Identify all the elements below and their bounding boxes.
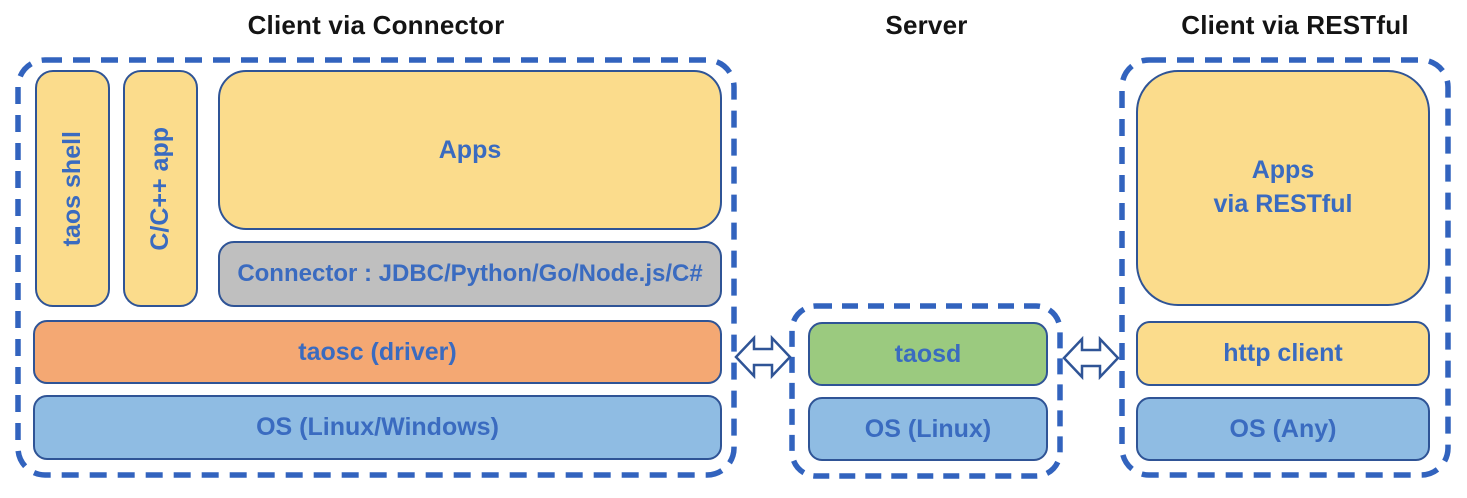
server-group-outline xyxy=(789,303,1063,479)
section-title-server: Server xyxy=(885,10,968,40)
connector-bar-box: Connector : JDBC/Python/Go/Node.js/C# xyxy=(218,241,722,307)
os-linux-label: OS (Linux) xyxy=(864,414,992,443)
taosd-box: taosd xyxy=(808,322,1048,386)
bidirectional-arrow-icon xyxy=(1062,335,1120,381)
http-client-box: http client xyxy=(1136,321,1430,386)
taos-shell-box: taos shell xyxy=(35,70,110,307)
connector-group-outline xyxy=(15,57,737,478)
taosc-driver-label: taosc (driver) xyxy=(298,337,457,366)
apps-via-restful-label: Apps via RESTful xyxy=(1213,156,1353,218)
restful-group-outline xyxy=(1119,57,1451,478)
apps-label: Apps xyxy=(438,135,502,164)
os-linux-windows-box: OS (Linux/Windows) xyxy=(33,395,722,460)
apps-via-restful-box: Apps via RESTful xyxy=(1136,70,1430,306)
bidirectional-arrow-icon xyxy=(734,334,792,380)
os-any-label: OS (Any) xyxy=(1229,414,1337,443)
section-title-client-via-restful: Client via RESTful xyxy=(1181,10,1409,40)
os-linux-box: OS (Linux) xyxy=(808,397,1048,461)
taosd-label: taosd xyxy=(894,339,962,368)
taosc-driver-box: taosc (driver) xyxy=(33,320,722,384)
cpp-app-label: C/C++ app xyxy=(146,126,174,251)
connector-bar-label: Connector : JDBC/Python/Go/Node.js/C# xyxy=(237,260,703,287)
os-any-box: OS (Any) xyxy=(1136,397,1430,461)
http-client-label: http client xyxy=(1223,339,1343,367)
taos-shell-label: taos shell xyxy=(58,130,86,247)
os-linux-windows-label: OS (Linux/Windows) xyxy=(256,413,499,441)
apps-box: Apps xyxy=(218,70,722,230)
cpp-app-box: C/C++ app xyxy=(123,70,198,307)
section-title-client-via-connector: Client via Connector xyxy=(247,10,505,40)
